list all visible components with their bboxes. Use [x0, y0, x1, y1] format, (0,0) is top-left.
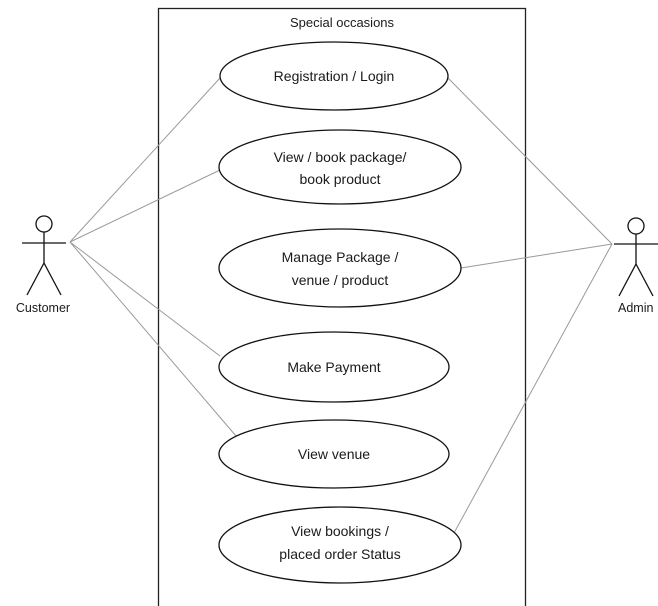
admin-head: [627, 217, 645, 235]
admin-actor: [614, 217, 658, 297]
use-case-view-venue-label: View venue: [298, 446, 370, 462]
association-customer-payment: [69, 241, 221, 357]
admin-associations: [445, 75, 613, 534]
association-admin-registration: [445, 75, 613, 245]
use-case-payment: Make Payment: [218, 331, 450, 403]
association-customer-view-book: [69, 169, 221, 243]
use-case-manage-line1: Manage Package /: [282, 249, 399, 265]
customer-associations: [69, 77, 237, 437]
system-boundary: [157, 7, 527, 606]
admin-label: Admin: [618, 301, 653, 315]
use-case-view-venue: View venue: [218, 419, 450, 489]
association-customer-registration: [69, 77, 221, 243]
use-case-view-bookings-line1: View bookings /: [291, 523, 389, 539]
use-case-view-book-line1: View / book package/: [274, 149, 407, 165]
association-customer-view-venue: [69, 241, 237, 437]
use-case-view-book-line2: book product: [300, 171, 381, 187]
association-admin-manage: [460, 243, 613, 269]
use-case-registration: Registration / Login: [219, 41, 449, 111]
use-case-payment-label: Make Payment: [287, 359, 380, 375]
use-case-view-book: View / book package/ book product: [218, 129, 462, 205]
use-case-view-bookings: View bookings / placed order Status: [218, 506, 462, 584]
use-case-manage-line2: venue / product: [292, 272, 389, 288]
system-title: Special occasions: [290, 15, 395, 30]
customer-head: [35, 215, 53, 233]
customer-actor: [22, 215, 66, 296]
use-case-view-bookings-line2: placed order Status: [279, 546, 400, 562]
customer-label: Customer: [16, 301, 70, 315]
use-case-registration-label: Registration / Login: [274, 68, 395, 84]
use-case-manage: Manage Package / venue / product: [218, 228, 462, 308]
association-admin-view-bookings: [453, 243, 613, 534]
